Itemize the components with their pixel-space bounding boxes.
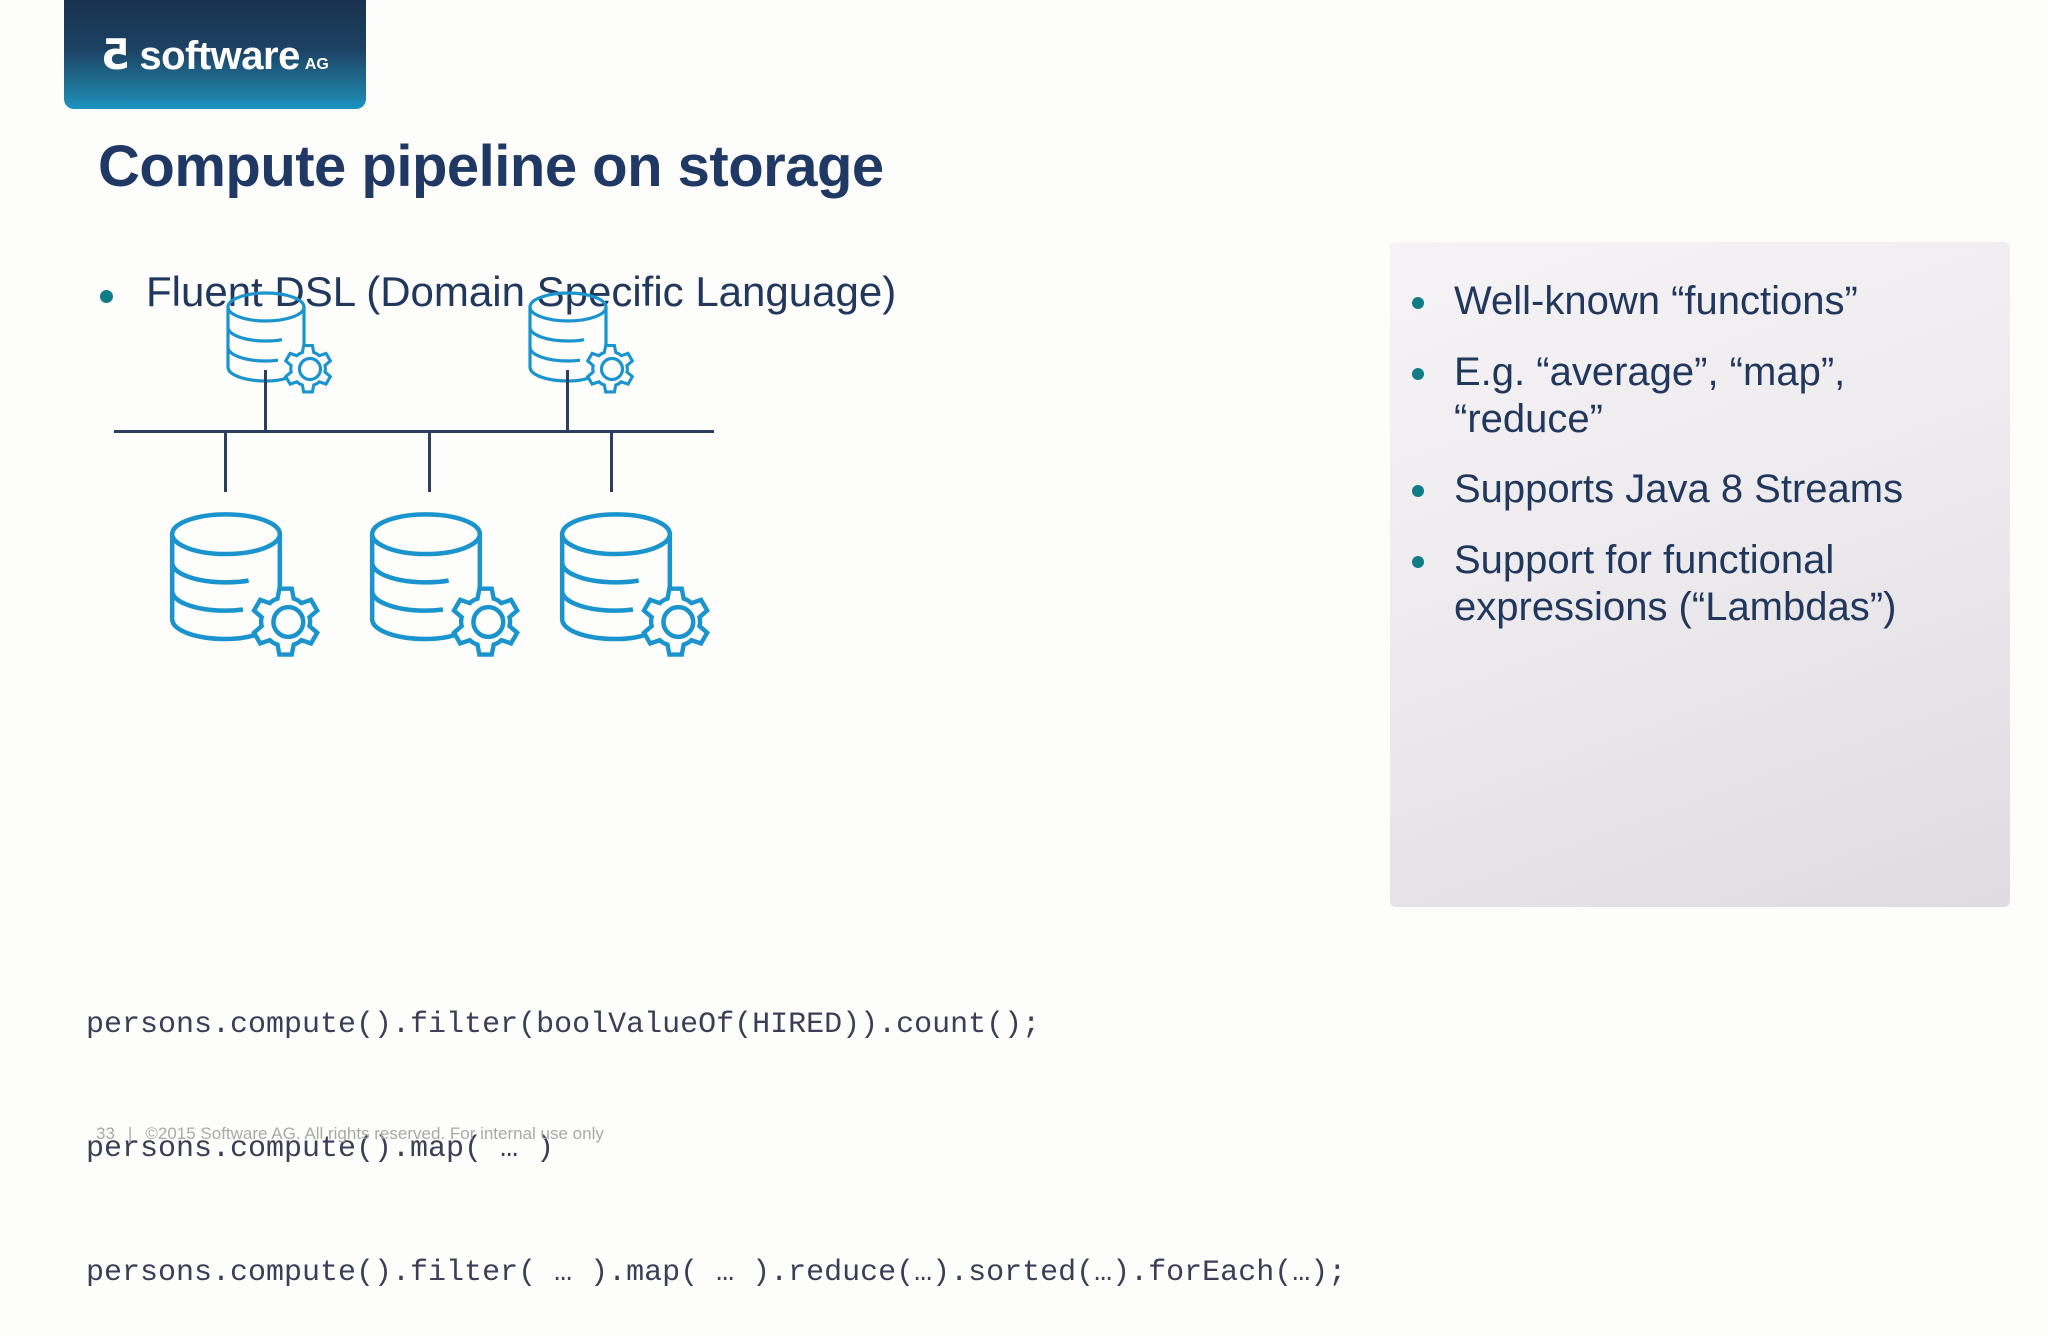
feature-label: Supports Java 8 Streams bbox=[1454, 467, 1904, 512]
list-item: Supports Java 8 Streams bbox=[1412, 466, 1984, 513]
bullet-dot-icon bbox=[1412, 367, 1424, 380]
bullet-dot-icon bbox=[100, 290, 113, 303]
copyright-text: ©2015 Software AG. All rights reserved. … bbox=[145, 1124, 604, 1143]
footer-separator: | bbox=[127, 1124, 133, 1143]
features-list: Well-known “functions” E.g. “average”, “… bbox=[1390, 242, 2010, 631]
database-gear-top-left-icon bbox=[218, 285, 338, 410]
connector-up-right bbox=[566, 370, 569, 432]
database-gear-bottom-right-icon bbox=[548, 503, 718, 678]
connector-down-center bbox=[428, 430, 431, 492]
main-bullet-label: Fluent DSL (Domain Specific Language) bbox=[146, 268, 897, 315]
page-number: 33 bbox=[96, 1124, 115, 1143]
database-gear-bottom-center-icon bbox=[358, 503, 528, 678]
software-ag-logo: 5 software AG bbox=[64, 0, 366, 109]
page-title: Compute pipeline on storage bbox=[98, 134, 884, 199]
bullet-dot-icon bbox=[1412, 297, 1424, 309]
connector-down-left bbox=[224, 430, 227, 492]
storage-compute-diagram bbox=[100, 291, 960, 885]
database-gear-bottom-left-icon bbox=[158, 503, 328, 678]
code-line-3: persons.compute().filter( … ).map( … ).r… bbox=[86, 1256, 1347, 1291]
feature-label: E.g. “average”, “map”, “reduce” bbox=[1454, 349, 1846, 441]
list-item: E.g. “average”, “map”, “reduce” bbox=[1412, 349, 1984, 443]
bullet-dot-icon bbox=[1412, 485, 1424, 498]
bullet-dot-icon bbox=[1412, 556, 1424, 569]
code-line-1: persons.compute().filter(boolValueOf(HIR… bbox=[86, 1007, 1041, 1042]
feature-label: Support for functional expressions (“Lam… bbox=[1454, 538, 1897, 629]
feature-label: Well-known “functions” bbox=[1454, 279, 1858, 323]
logo-wordmark: software bbox=[139, 33, 300, 78]
list-item: Support for functional expressions (“Lam… bbox=[1412, 537, 1984, 631]
software-ag-swirl-icon: 5 bbox=[101, 29, 131, 79]
connector-up-left bbox=[264, 370, 267, 432]
features-panel: Well-known “functions” E.g. “average”, “… bbox=[1390, 242, 2010, 907]
slide-footer: 33 | ©2015 Software AG. All rights reser… bbox=[96, 1124, 604, 1144]
logo-ag-superscript: AG bbox=[304, 55, 329, 73]
logo-inner: 5 software AG bbox=[101, 29, 329, 79]
connector-bus bbox=[114, 430, 714, 433]
main-bullet-item: Fluent DSL (Domain Specific Language) bbox=[100, 268, 896, 316]
list-item: Well-known “functions” bbox=[1412, 278, 1984, 325]
database-gear-top-right-icon bbox=[520, 285, 640, 410]
connector-down-right bbox=[610, 430, 613, 492]
